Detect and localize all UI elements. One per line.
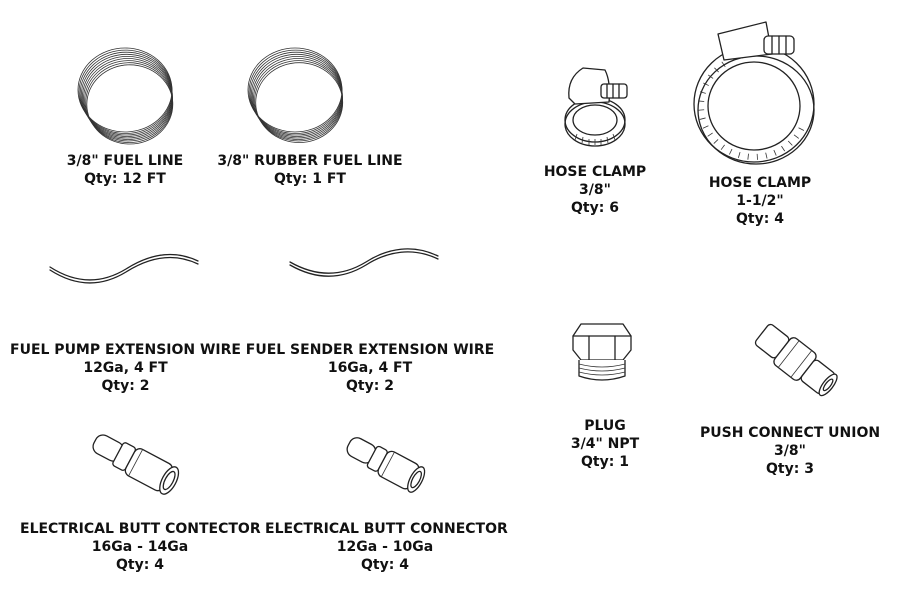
part-spec: 12Ga, 4 FT [83,360,168,376]
clamp-band-slot [798,127,805,131]
clamp-band-slot [713,139,719,144]
part-name: ELECTRICAL BUTT CONTECTOR [20,521,261,537]
part-spec: 3/4" NPT [570,436,640,452]
coil-loop [86,64,174,145]
clamp-band-slot [707,132,713,137]
clamp-band-slot [729,148,733,155]
clamp-band-slot [721,61,726,67]
part-qty: Qty: 1 [581,454,629,470]
part-qty: Qty: 4 [736,211,784,227]
part-spec: 12Ga - 10Ga [336,539,434,555]
clamp-band-slot [793,134,800,139]
part-name: ELECTRICAL BUTT CONNECTOR [265,521,508,537]
part-qty: Qty: 4 [361,557,409,573]
hose-clamp-small-illustration [555,58,635,148]
clamp-band-slot [720,144,725,150]
part-name: HOSE CLAMP [708,175,812,191]
push-connect-union-label: PUSH CONNECT UNION 3/8" Qty: 3 [700,424,880,478]
push-connect-union-illustration [745,322,845,397]
butt-connector-16-14-illustration [85,428,195,503]
clamp-band-slot [707,74,714,79]
fuel-pump-wire-label: FUEL PUMP EXTENSION WIRE 12Ga, 4 FT Qty:… [8,341,243,395]
clamp-band-slot [765,152,768,159]
plug-label: PLUG 3/4" NPT Qty: 1 [545,417,665,471]
fuel-pump-wire-illustration [48,245,203,290]
hose-clamp-large-illustration [688,14,823,169]
butt-connector-16-14-label: ELECTRICAL BUTT CONTECTOR 16Ga - 14Ga Qt… [20,520,261,574]
clamp-band-slot [737,151,741,158]
part-name: FUEL PUMP EXTENSION WIRE [10,342,241,358]
part-spec: 16Ga, 4 FT [327,360,413,376]
rubber-fuel-line-label: 3/8" RUBBER FUEL LINE Qty: 1 FT [215,152,405,188]
part-qty: Qty: 2 [101,378,150,394]
clamp-band-slot [781,145,786,152]
part-qty: Qty: 2 [346,378,394,394]
part-qty: Qty: 4 [116,557,164,573]
hose-clamp-large-label: HOSE CLAMP 1-1/2" Qty: 4 [690,174,830,228]
clamp-band-slot [699,91,706,94]
part-name: 3/8" FUEL LINE [66,153,184,169]
part-name: FUEL SENDER EXTENSION WIRE [245,342,495,358]
plug-illustration [565,320,640,385]
part-name: 3/8" RUBBER FUEL LINE [217,153,403,169]
clamp-band-slot [703,82,709,86]
part-spec: 1-1/2" [736,193,784,209]
clamp-band-slot [787,140,793,146]
part-qty: Qty: 1 FT [274,171,346,187]
hose-clamp-small-label: HOSE CLAMP 3/8" Qty: 6 [535,163,655,217]
clamp-band-slot [747,153,749,160]
part-name: PLUG [584,418,626,434]
part-qty: Qty: 3 [766,461,814,477]
butt-connector-12-10-label: ELECTRICAL BUTT CONNECTOR 12Ga - 10Ga Qt… [265,520,508,574]
part-name: HOSE CLAMP [543,164,647,180]
part-name: PUSH CONNECT UNION [700,425,881,441]
clamp-band-slot [698,100,705,102]
clamp-band-slot [699,117,706,120]
part-qty: Qty: 6 [571,200,619,216]
clamp-band-slot [773,149,777,156]
part-spec: 16Ga - 14Ga [91,539,189,555]
fuel-sender-wire-label: FUEL SENDER EXTENSION WIRE 16Ga, 4 FT Qt… [245,341,495,395]
part-spec: 3/8" [579,182,611,198]
fuel-line-coil-illustration [75,42,175,152]
part-spec: 3/8" [774,443,806,459]
part-qty: Qty: 12 FT [84,171,166,187]
fuel-sender-wire-illustration [288,240,443,285]
coil-loop [255,62,344,143]
rubber-fuel-line-coil-illustration [245,42,345,152]
butt-connector-12-10-illustration [340,432,435,497]
fuel-line-label: 3/8" FUEL LINE Qty: 12 FT [60,152,190,188]
clamp-band-slot [714,67,719,73]
clamp-band-slot [702,125,709,129]
